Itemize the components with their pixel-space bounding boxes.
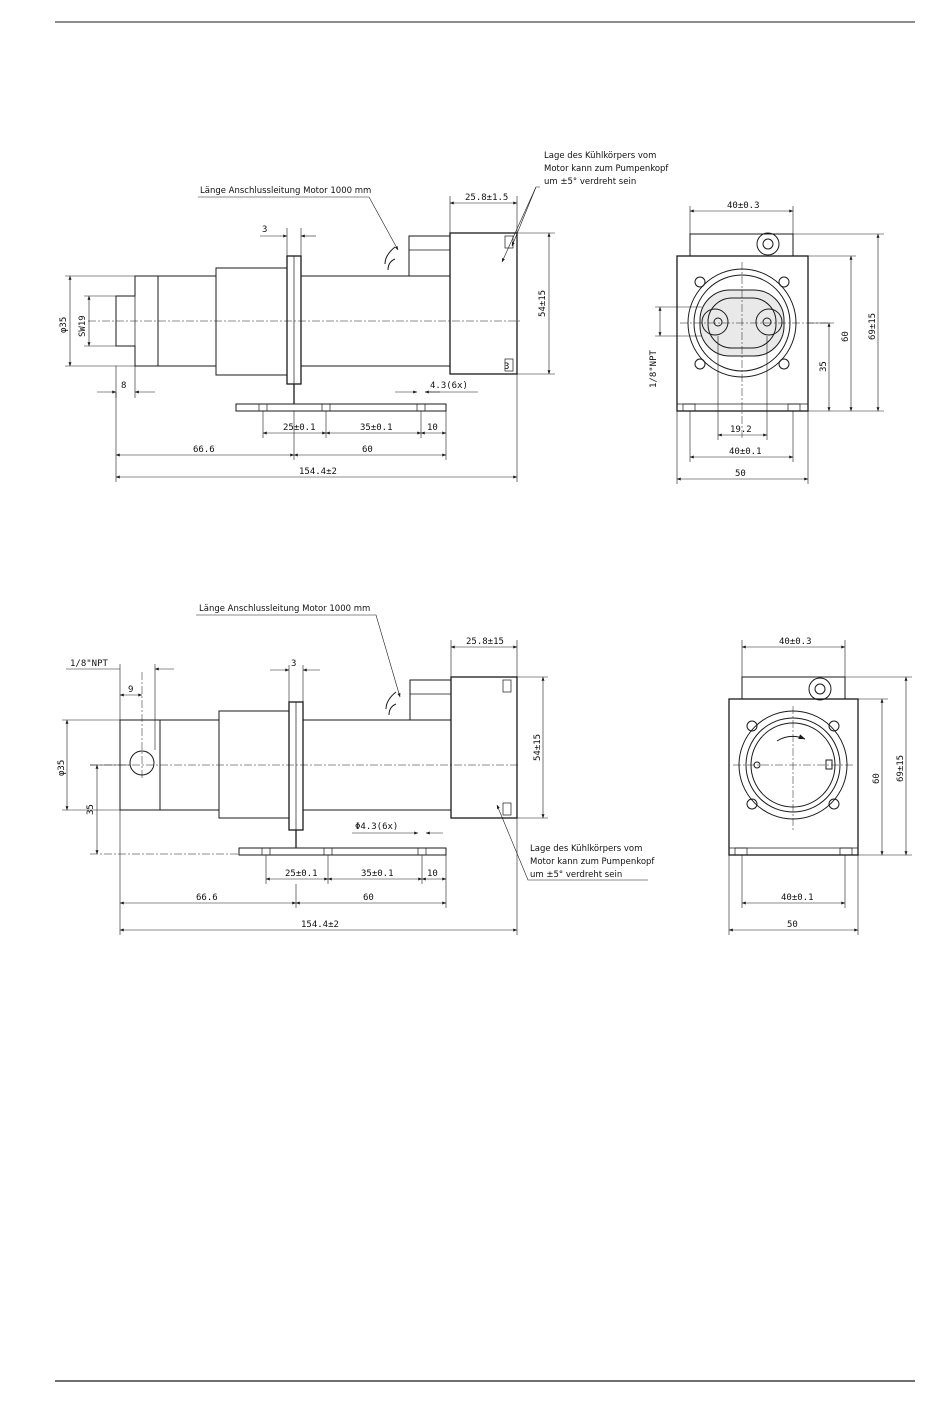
dim-diameter-2: φ35 bbox=[57, 760, 67, 776]
front-dim-axis-height: 35 bbox=[819, 361, 829, 372]
dim-diameter: φ35 bbox=[59, 317, 69, 333]
dim-length-1: 66.6 bbox=[193, 445, 215, 455]
drawing-1-front-view: 40±0.3 1/8"NPT 35 60 69±15 19.2 40±0.1 5… bbox=[649, 201, 884, 484]
front-dim-mount-2: 40±0.1 bbox=[781, 893, 814, 903]
dim-flange-thickness: 3 bbox=[262, 225, 267, 235]
dim-total-length: 154.4±2 bbox=[299, 467, 337, 477]
front-dim-width-2: 50 bbox=[787, 920, 798, 930]
dim-heatsink-width: 25.8±1.5 bbox=[465, 193, 508, 203]
dim-inlet: 8 bbox=[121, 381, 126, 391]
dim-length-2: 60 bbox=[362, 445, 373, 455]
dim-flange-thickness-2: 3 bbox=[291, 659, 296, 669]
mark-3: 3 bbox=[504, 362, 509, 372]
heatsink-note-2-line-1: Lage des Kühlkörpers vom bbox=[530, 844, 642, 854]
cable-length-note-2: Länge Anschlussleitung Motor 1000 mm bbox=[199, 604, 370, 614]
heatsink-note-line-2: Motor kann zum Pumpenkopf bbox=[544, 164, 669, 174]
front-dim-port-spacing: 19.2 bbox=[730, 425, 752, 435]
dim-edge: 10 bbox=[427, 423, 438, 433]
front-dim-height-69-2: 69±15 bbox=[896, 755, 906, 782]
drawing-2-front-view: 40±0.3 60 69±15 40±0.1 50 bbox=[728, 637, 912, 935]
front-dim-height-60-2: 60 bbox=[872, 773, 882, 784]
front-dim-top: 40±0.3 bbox=[727, 201, 760, 211]
dim-length-1-2: 66.6 bbox=[196, 893, 218, 903]
dim-total-length-2: 154.4±2 bbox=[301, 920, 339, 930]
dim-heatsink-height: 54±15 bbox=[538, 290, 548, 317]
dim-port-offset: 9 bbox=[128, 685, 133, 695]
front-dim-height-60: 60 bbox=[841, 331, 851, 342]
dim-holes-2: Φ4.3(6x) bbox=[355, 822, 398, 832]
dim-holes: 4.3(6x) bbox=[430, 381, 468, 391]
heatsink-note-2-line-2: Motor kann zum Pumpenkopf bbox=[530, 857, 655, 867]
dim-length-2-2: 60 bbox=[363, 893, 374, 903]
dim-axis-height-2: 35 bbox=[86, 804, 96, 815]
heatsink-note-line-1: Lage des Kühlkörpers vom bbox=[544, 151, 656, 161]
dim-thread-2: 1/8"NPT bbox=[70, 659, 109, 669]
front-dim-width: 50 bbox=[735, 469, 746, 479]
front-dim-thread: 1/8"NPT bbox=[649, 349, 659, 388]
dim-hole-pitch-1: 25±0.1 bbox=[283, 423, 316, 433]
cable-length-note: Länge Anschlussleitung Motor 1000 mm bbox=[200, 186, 371, 196]
drawing-2-side-view: Länge Anschlussleitung Motor 1000 mm 25.… bbox=[57, 604, 655, 935]
dim-edge-2: 10 bbox=[427, 869, 438, 879]
front-dim-height-69: 69±15 bbox=[868, 313, 878, 340]
dim-heatsink-height-2: 54±15 bbox=[533, 734, 543, 761]
drawing-1-side-view: Länge Anschlussleitung Motor 1000 mm Lag… bbox=[59, 151, 669, 482]
front-dim-mount: 40±0.1 bbox=[729, 447, 762, 457]
heatsink-note-2-line-3: um ±5° verdreht sein bbox=[530, 870, 622, 880]
dim-hole-pitch-2: 35±0.1 bbox=[360, 423, 393, 433]
dim-hole-pitch-1-2: 25±0.1 bbox=[285, 869, 318, 879]
front-dim-top-2: 40±0.3 bbox=[779, 637, 812, 647]
dim-hole-pitch-2-2: 35±0.1 bbox=[361, 869, 394, 879]
heatsink-note-line-3: um ±5° verdreht sein bbox=[544, 177, 636, 187]
dim-wrench-size: SW19 bbox=[78, 315, 88, 337]
dim-heatsink-width-2: 25.8±15 bbox=[466, 637, 504, 647]
